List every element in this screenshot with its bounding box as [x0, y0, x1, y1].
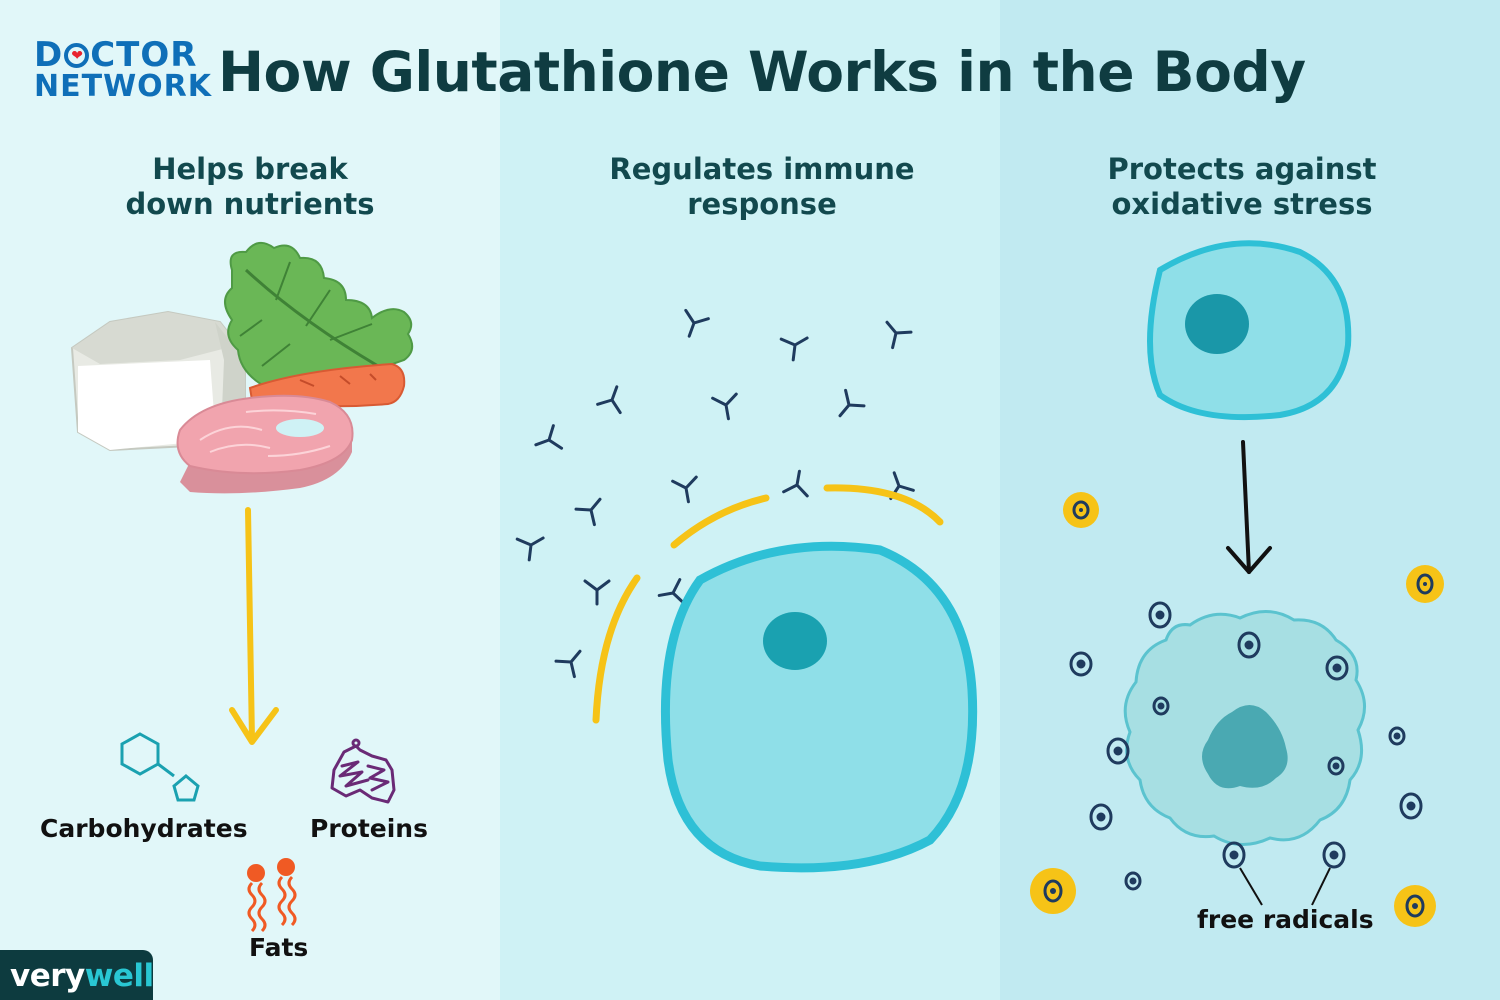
- free-radical-yellow-icon: [1394, 885, 1436, 927]
- free-radical-icon: [1106, 737, 1130, 765]
- brand-text-well: well: [84, 958, 154, 994]
- antibody: [711, 392, 742, 423]
- free-radical-icon: [1124, 871, 1142, 891]
- antibody: [530, 424, 564, 458]
- page-title: How Glutathione Works in the Body: [218, 40, 1306, 104]
- antibody: [676, 308, 710, 342]
- logo-text-ctor: CTOR: [90, 35, 198, 75]
- free-radicals-group: [1069, 601, 1423, 891]
- antibody: [779, 326, 815, 362]
- free-radical-icon: [1322, 841, 1346, 869]
- heading-oxidative: Protects against oxidative stress: [1042, 152, 1442, 222]
- immune-cell: [660, 541, 978, 873]
- label-fats: Fats: [249, 933, 309, 962]
- antibody: [655, 578, 686, 609]
- verywell-logo: verywell: [0, 950, 154, 1000]
- heading-nutrients: Helps break down nutrients: [50, 152, 450, 222]
- food-illustration: [70, 241, 414, 494]
- free-radical-icon: [1327, 756, 1345, 776]
- heading-line: Protects against: [1107, 152, 1377, 186]
- free-radical-icon: [1148, 601, 1172, 629]
- immune-arcs: [592, 484, 944, 724]
- down-arrow-yellow: [229, 507, 279, 745]
- cell-nucleus: [1185, 294, 1249, 354]
- antibody: [876, 313, 913, 350]
- antibody: [515, 526, 551, 562]
- heading-line: Helps break: [152, 152, 348, 186]
- heading-immune: Regulates immune response: [562, 152, 962, 222]
- free-radical-icon: [1069, 651, 1093, 677]
- label-free-radicals: free radicals: [1197, 905, 1374, 934]
- antibody: [829, 388, 866, 425]
- brand-text-very: very: [10, 958, 85, 994]
- free-radical-yellow-icon: [1406, 565, 1444, 603]
- label-proteins: Proteins: [310, 814, 428, 843]
- panel-nutrients: [0, 0, 500, 1000]
- antibody: [782, 467, 813, 498]
- damaged-cell: [1123, 610, 1366, 846]
- free-radical-yellow-icon: [1063, 492, 1099, 528]
- heading-line: response: [687, 187, 837, 221]
- healthy-cell: [1147, 240, 1352, 421]
- free-radical-icon: [1222, 841, 1246, 869]
- free-radical-yellow-icon: [1030, 868, 1076, 914]
- tofu-icon: [70, 310, 246, 452]
- kale-leaf-icon: [224, 241, 414, 388]
- protein-chain-icon: [330, 738, 396, 804]
- logo-text-d: D: [34, 35, 64, 75]
- free-radical-icon: [1237, 631, 1261, 659]
- free-radical-icon: [1089, 803, 1113, 831]
- free-radical-icon: [1388, 726, 1406, 746]
- heading-line: oxidative stress: [1111, 187, 1373, 221]
- salmon-steak-icon: [176, 394, 354, 494]
- down-arrow-black: [1226, 440, 1272, 574]
- antibody: [671, 475, 702, 506]
- free-radical-icon: [1152, 696, 1170, 716]
- free-radicals-pointer-lines: [1239, 867, 1331, 906]
- carbohydrate-molecule-icon: [120, 732, 200, 802]
- free-radicals-yellow-group: [1030, 492, 1444, 927]
- antibody: [596, 381, 630, 415]
- antibody: [554, 642, 591, 679]
- heading-line: down nutrients: [125, 187, 375, 221]
- antibody: [574, 490, 611, 527]
- label-carbohydrates: Carbohydrates: [40, 814, 248, 843]
- logo-text-network: NETWORK: [34, 69, 213, 104]
- doctor-network-logo: D ❤ CTOR NETWORK: [34, 38, 212, 102]
- heart-icon: ❤: [64, 42, 90, 68]
- damaged-nucleus: [1202, 705, 1288, 789]
- free-radical-icon: [1325, 655, 1349, 681]
- cell-nucleus: [763, 612, 827, 670]
- heading-line: Regulates immune: [609, 152, 915, 186]
- antibody: [583, 579, 611, 606]
- fats-lipid-icon: [247, 858, 297, 933]
- free-radical-icon: [1399, 792, 1423, 820]
